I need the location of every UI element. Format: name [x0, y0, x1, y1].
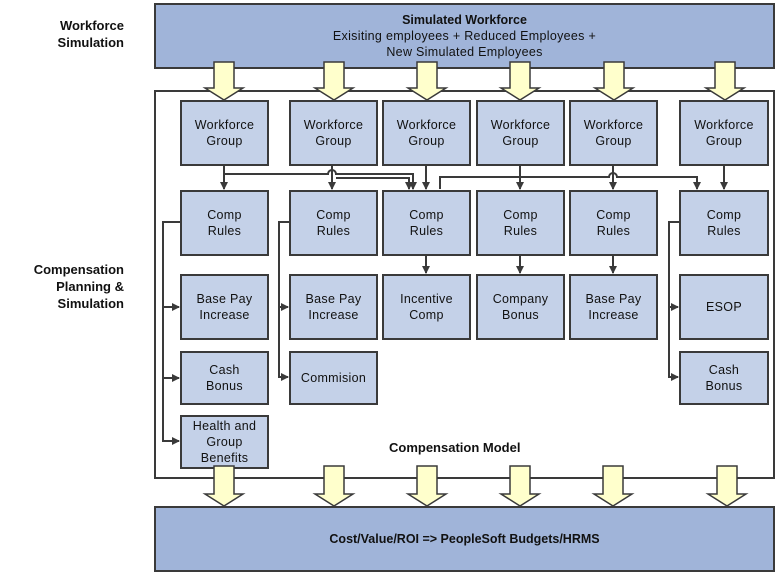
compensation-model-label: Compensation Model	[389, 440, 521, 455]
esop[interactable]: ESOP	[679, 274, 769, 340]
block-arrow-down-top-3	[405, 61, 449, 101]
block-arrow-down-bottom-3	[405, 465, 449, 507]
comp-rules-1[interactable]: Comp Rules	[180, 190, 269, 256]
connector-r2-outputs	[278, 221, 289, 381]
simulated-workforce-line2: New Simulated Employees	[386, 45, 543, 59]
comp-rules-6[interactable]: Comp Rules	[679, 190, 769, 256]
workforce-group-6[interactable]: Workforce Group	[679, 100, 769, 166]
connector-g5-r3	[439, 172, 701, 190]
company-bonus[interactable]: Company Bonus	[476, 274, 565, 340]
block-arrow-down-top-5	[592, 61, 636, 101]
block-arrow-down-top-1	[202, 61, 246, 101]
incentive-comp[interactable]: Incentive Comp	[382, 274, 471, 340]
block-arrow-down-bottom-4	[498, 465, 542, 507]
comp-rules-4[interactable]: Comp Rules	[476, 190, 565, 256]
connector-g2-r3	[336, 177, 413, 190]
block-arrow-down-top-2	[312, 61, 356, 101]
block-arrow-down-bottom-6	[705, 465, 749, 507]
workforce-group-2[interactable]: Workforce Group	[289, 100, 378, 166]
base-pay-increase-5[interactable]: Base Pay Increase	[569, 274, 658, 340]
simulated-workforce-line1: Exisiting employees + Reduced Employees …	[332, 29, 597, 43]
workforce-group-4[interactable]: Workforce Group	[476, 100, 565, 166]
compensation-planning-label: Compensation Planning & Simulation	[33, 262, 124, 311]
block-arrow-down-bottom-1	[202, 465, 246, 507]
workforce-simulation-label: Workforce Simulation	[57, 18, 124, 50]
cash-bonus-6[interactable]: Cash Bonus	[679, 351, 769, 405]
connector-g1-r3	[224, 169, 417, 190]
comp-rules-5[interactable]: Comp Rules	[569, 190, 658, 256]
commision[interactable]: Commision	[289, 351, 378, 405]
block-arrow-down-top-4	[498, 61, 542, 101]
simulated-workforce-title: Simulated Workforce	[402, 13, 527, 27]
comp-rules-3[interactable]: Comp Rules	[382, 190, 471, 256]
budgets-hrms-band: Cost/Value/ROI => PeopleSoft Budgets/HRM…	[154, 506, 775, 572]
workforce-group-5[interactable]: Workforce Group	[569, 100, 658, 166]
connector-r6-outputs	[668, 221, 679, 381]
cash-bonus-1[interactable]: Cash Bonus	[180, 351, 269, 405]
block-arrow-down-bottom-5	[591, 465, 635, 507]
connector-r1-outputs	[162, 221, 180, 445]
block-arrow-down-bottom-2	[312, 465, 356, 507]
base-pay-increase-2[interactable]: Base Pay Increase	[289, 274, 378, 340]
comp-rules-2[interactable]: Comp Rules	[289, 190, 378, 256]
base-pay-increase-1[interactable]: Base Pay Increase	[180, 274, 269, 340]
health-group-benefits[interactable]: Health and Group Benefits	[180, 415, 269, 469]
simulated-workforce-band: Simulated Workforce Exisiting employees …	[154, 3, 775, 69]
budgets-hrms-title: Cost/Value/ROI => PeopleSoft Budgets/HRM…	[329, 532, 600, 546]
workforce-group-1[interactable]: Workforce Group	[180, 100, 269, 166]
workforce-group-3[interactable]: Workforce Group	[382, 100, 471, 166]
block-arrow-down-top-6	[703, 61, 747, 101]
